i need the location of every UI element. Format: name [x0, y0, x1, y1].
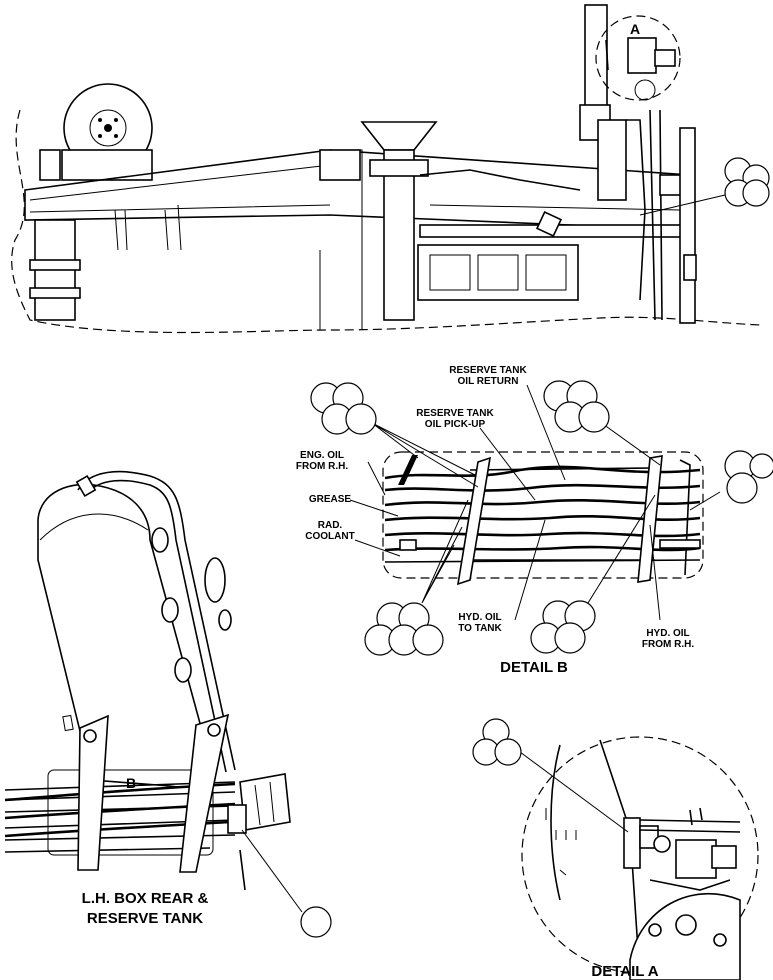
label-reserve-tank-oil-return: RESERVE TANK: [449, 365, 527, 376]
detail-b-view: [382, 451, 704, 586]
callout-cluster-b-upper-left: [310, 382, 377, 435]
label-rad-coolant: RAD.: [318, 520, 343, 531]
label-hyd-oil-from-rh-line2: FROM R.H.: [642, 639, 694, 650]
label-reserve-tank-oil-pickup: RESERVE TANK: [416, 408, 494, 419]
label-reserve-tank-oil-return-line2: OIL RETURN: [458, 376, 519, 387]
main-view-machine-frame: [11, 4, 761, 334]
label-hyd-oil-from-rh: HYD. OIL: [646, 628, 689, 639]
detail-a-view: [521, 736, 759, 980]
label-hyd-oil-to-tank-line2: TO TANK: [458, 623, 502, 634]
callout-single-lower-left: [241, 829, 332, 938]
caption-detail-b: DETAIL B: [500, 659, 568, 676]
callout-cluster-top-right: [639, 157, 770, 216]
label-rad-coolant-line2: COOLANT: [305, 531, 354, 542]
detail-a-marker: A: [630, 21, 640, 37]
label-grease: GREASE: [309, 494, 352, 505]
callout-cluster-b-upper-right: [543, 380, 610, 433]
caption-detail-a: DETAIL A: [591, 963, 658, 980]
detail-b-marker: B: [126, 775, 136, 791]
callout-cluster-detail-a: [472, 718, 629, 833]
label-reserve-tank-oil-pickup-line2: OIL PICK-UP: [425, 419, 486, 430]
callout-cluster-b-right: [724, 450, 773, 504]
callout-cluster-b-lower-right: [530, 600, 596, 654]
caption-lh-box-rear: L.H. BOX REAR &: [82, 890, 209, 907]
caption-reserve-tank: RESERVE TANK: [87, 910, 203, 927]
callout-cluster-b-lower-left: [364, 602, 444, 656]
label-eng-oil: ENG. OIL: [300, 450, 344, 461]
detail-b-leaders: [349, 384, 721, 621]
label-hyd-oil-to-tank: HYD. OIL: [458, 612, 501, 623]
label-eng-oil-line2: FROM R.H.: [296, 461, 348, 472]
reserve-tank-view: [4, 470, 291, 891]
